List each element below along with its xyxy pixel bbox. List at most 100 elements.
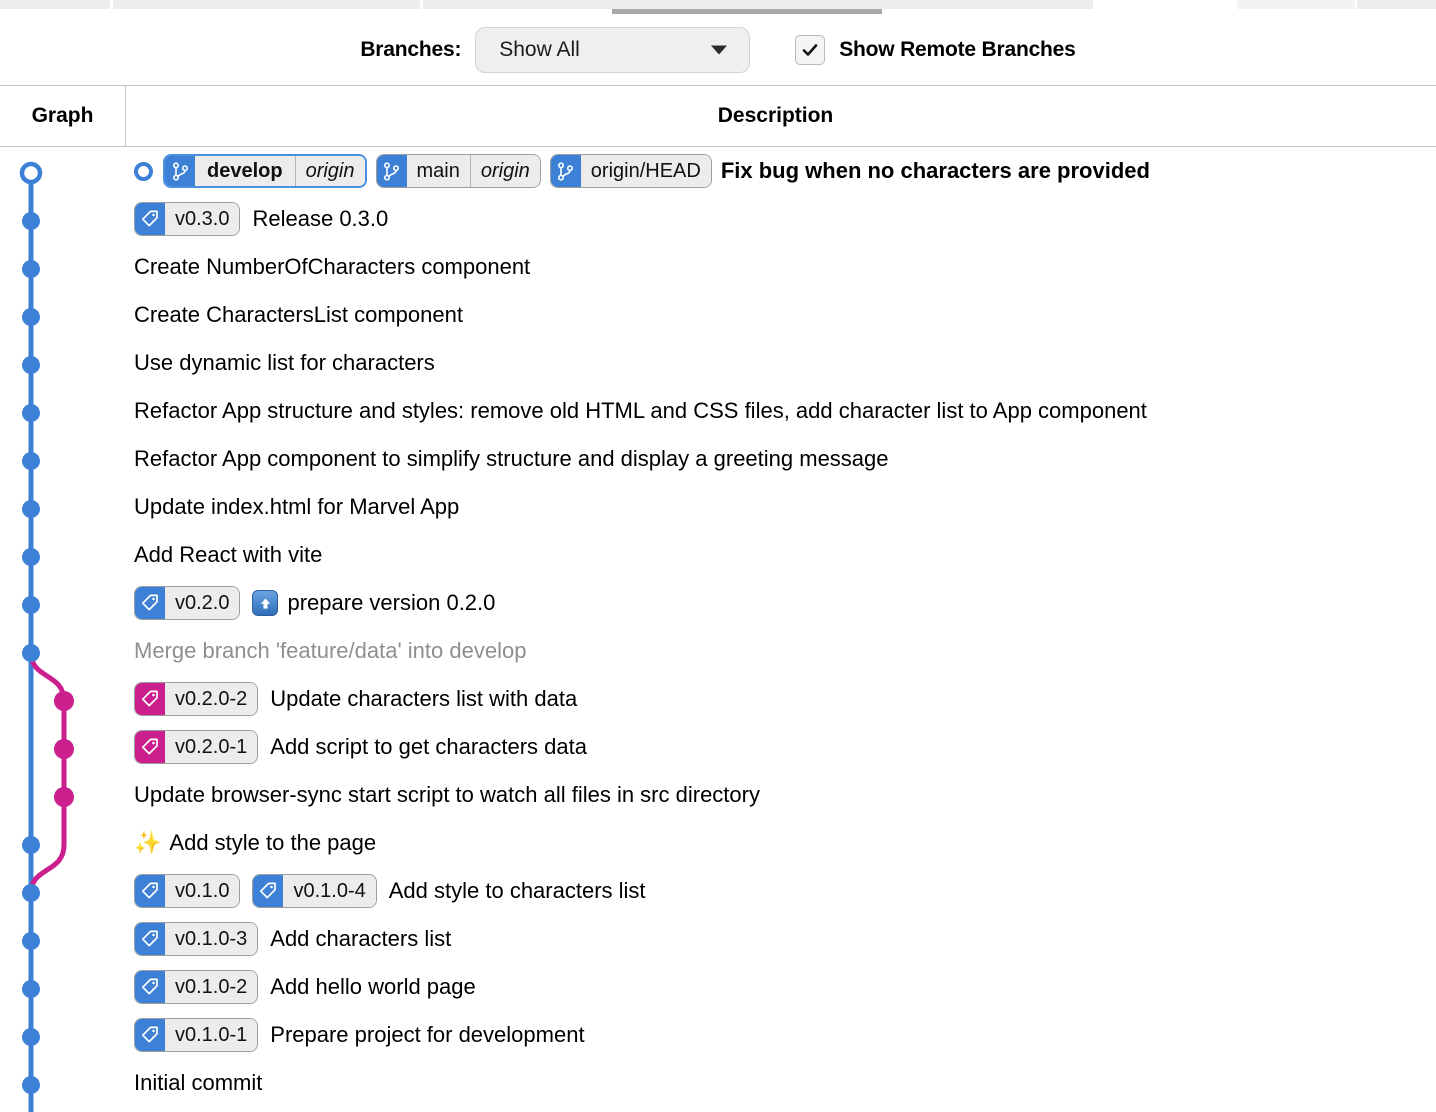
chevron-down-icon — [711, 45, 728, 54]
commit-row[interactable]: v0.2.0-2 Update characters list with data — [126, 675, 1436, 723]
tag-chip[interactable]: v0.2.0-1 — [134, 730, 259, 764]
tag-name: v0.2.0 — [165, 587, 240, 619]
commit-row[interactable]: Initial commit — [126, 1059, 1436, 1107]
branch-name: main — [406, 155, 470, 187]
commit-message: prepare version 0.2.0 — [287, 590, 496, 615]
commit-message: Add style to characters list — [388, 878, 646, 903]
tag-icon — [135, 683, 165, 715]
column-header-graph[interactable]: Graph — [0, 86, 126, 146]
commit-message: Fix bug when no characters are provided — [720, 158, 1150, 183]
git-branch-icon — [550, 155, 581, 187]
tag-icon — [135, 1019, 165, 1051]
branch-filter-value: Show All — [499, 37, 580, 61]
commit-message: Initial commit — [134, 1070, 263, 1095]
up-arrow-icon — [252, 590, 279, 616]
commit-row[interactable]: v0.1.0-3 Add characters list — [126, 915, 1436, 963]
tag-name: v0.2.0-2 — [165, 683, 258, 715]
commit-row[interactable]: Refactor App structure and styles: remov… — [126, 387, 1436, 435]
commit-row[interactable]: Use dynamic list for characters — [126, 339, 1436, 387]
head-indicator-icon — [134, 161, 153, 181]
tag-name: v0.1.0-2 — [165, 971, 258, 1003]
commit-graph-column — [0, 147, 126, 1112]
tag-chip[interactable]: v0.1.0-4 — [252, 874, 377, 908]
splitter-handle[interactable] — [612, 9, 882, 14]
branch-remote-name: origin — [469, 155, 540, 187]
commit-row[interactable]: Refactor App component to simplify struc… — [126, 435, 1436, 483]
git-branch-icon — [165, 156, 195, 186]
tag-chip[interactable]: v0.2.0 — [134, 586, 241, 620]
commit-message: Update characters list with data — [270, 686, 578, 711]
strip-segment — [0, 0, 110, 9]
branch-filter-select[interactable]: Show All — [475, 26, 751, 73]
tag-chip[interactable]: v0.2.0-2 — [134, 682, 259, 716]
branches-toolbar: Branches: Show All Show Remote Branches — [0, 14, 1436, 85]
tag-icon — [135, 203, 165, 235]
table-header: Graph Description — [0, 85, 1436, 147]
tag-name: v0.3.0 — [165, 203, 240, 235]
commit-message: Add hello world page — [270, 974, 476, 999]
show-remote-branches-control[interactable]: Show Remote Branches — [795, 34, 1076, 65]
tag-chip[interactable]: v0.1.0-3 — [134, 922, 259, 956]
tag-name: v0.1.0-4 — [283, 875, 376, 907]
tag-icon — [135, 875, 165, 907]
commit-message: Refactor App component to simplify struc… — [134, 446, 889, 471]
commit-message: Add style to the page — [169, 830, 377, 855]
commit-row[interactable]: ✨ Add style to the page — [126, 819, 1436, 867]
commit-message: Prepare project for development — [270, 1022, 585, 1047]
commit-row[interactable]: Update index.html for Marvel App — [126, 483, 1436, 531]
strip-segment — [113, 0, 420, 9]
tag-name: v0.1.0 — [165, 875, 240, 907]
branches-label: Branches: — [360, 37, 462, 61]
commit-message: Add script to get characters data — [270, 734, 587, 759]
tag-chip[interactable]: v0.1.0 — [134, 874, 241, 908]
commit-message: Merge branch 'feature/data' into develop — [134, 638, 527, 663]
branch-name: origin/HEAD — [580, 155, 711, 187]
sparkles-icon: ✨ — [134, 830, 162, 855]
commit-message: Add React with vite — [134, 542, 323, 567]
strip-segment — [1237, 0, 1355, 9]
commit-row[interactable]: Merge branch 'feature/data' into develop — [126, 627, 1436, 675]
tag-name: v0.1.0-1 — [165, 1019, 258, 1051]
commit-row[interactable]: Add React with vite — [126, 531, 1436, 579]
strip-segment — [1357, 0, 1436, 9]
branch-remote-name: origin — [294, 156, 365, 186]
tag-chip[interactable]: v0.1.0-2 — [134, 970, 259, 1004]
tag-icon — [135, 971, 165, 1003]
tag-name: v0.1.0-3 — [165, 923, 258, 955]
git-branch-icon — [376, 155, 407, 187]
show-remote-branches-label: Show Remote Branches — [839, 37, 1076, 61]
strip-segment — [423, 0, 1093, 9]
tag-icon — [135, 587, 165, 619]
commit-row[interactable]: Create NumberOfCharacters component — [126, 243, 1436, 291]
commit-message: Add characters list — [270, 926, 452, 951]
tag-icon — [253, 875, 284, 907]
tag-chip[interactable]: v0.1.0-1 — [134, 1018, 259, 1052]
branch-chip[interactable]: origin/HEAD — [549, 154, 712, 188]
window-top-strip — [0, 0, 1436, 14]
commit-graph — [19, 161, 74, 1112]
commit-message: Update browser-sync start script to watc… — [134, 782, 760, 807]
commit-row[interactable]: v0.1.0-2 Add hello world page — [126, 963, 1436, 1011]
commit-row[interactable]: v0.1.0-1 Prepare project for development — [126, 1011, 1436, 1059]
branch-name: develop — [195, 156, 295, 186]
commit-row[interactable]: Update browser-sync start script to watc… — [126, 771, 1436, 819]
tag-icon — [135, 923, 165, 955]
tag-icon — [135, 731, 165, 763]
column-header-description[interactable]: Description — [717, 104, 834, 127]
commit-message: Create CharactersList component — [134, 302, 463, 327]
commit-message: Refactor App structure and styles: remov… — [134, 398, 1147, 423]
commit-message: Release 0.3.0 — [252, 206, 389, 231]
commit-row[interactable]: v0.2.0-1 Add script to get characters dat… — [126, 723, 1436, 771]
commit-row[interactable]: v0.2.0 prepare version 0.2.0 — [126, 579, 1436, 627]
commit-message: Use dynamic list for characters — [134, 350, 435, 375]
commit-row[interactable]: v0.3.0 Release 0.3.0 — [126, 195, 1436, 243]
commit-row[interactable]: v0.1.0 v0.1.0-4 Add style to characters li… — [126, 867, 1436, 915]
show-remote-branches-checkbox[interactable] — [795, 34, 826, 65]
commit-row[interactable]: Create CharactersList component — [126, 291, 1436, 339]
tag-chip[interactable]: v0.3.0 — [134, 202, 241, 236]
tag-name: v0.2.0-1 — [165, 731, 258, 763]
